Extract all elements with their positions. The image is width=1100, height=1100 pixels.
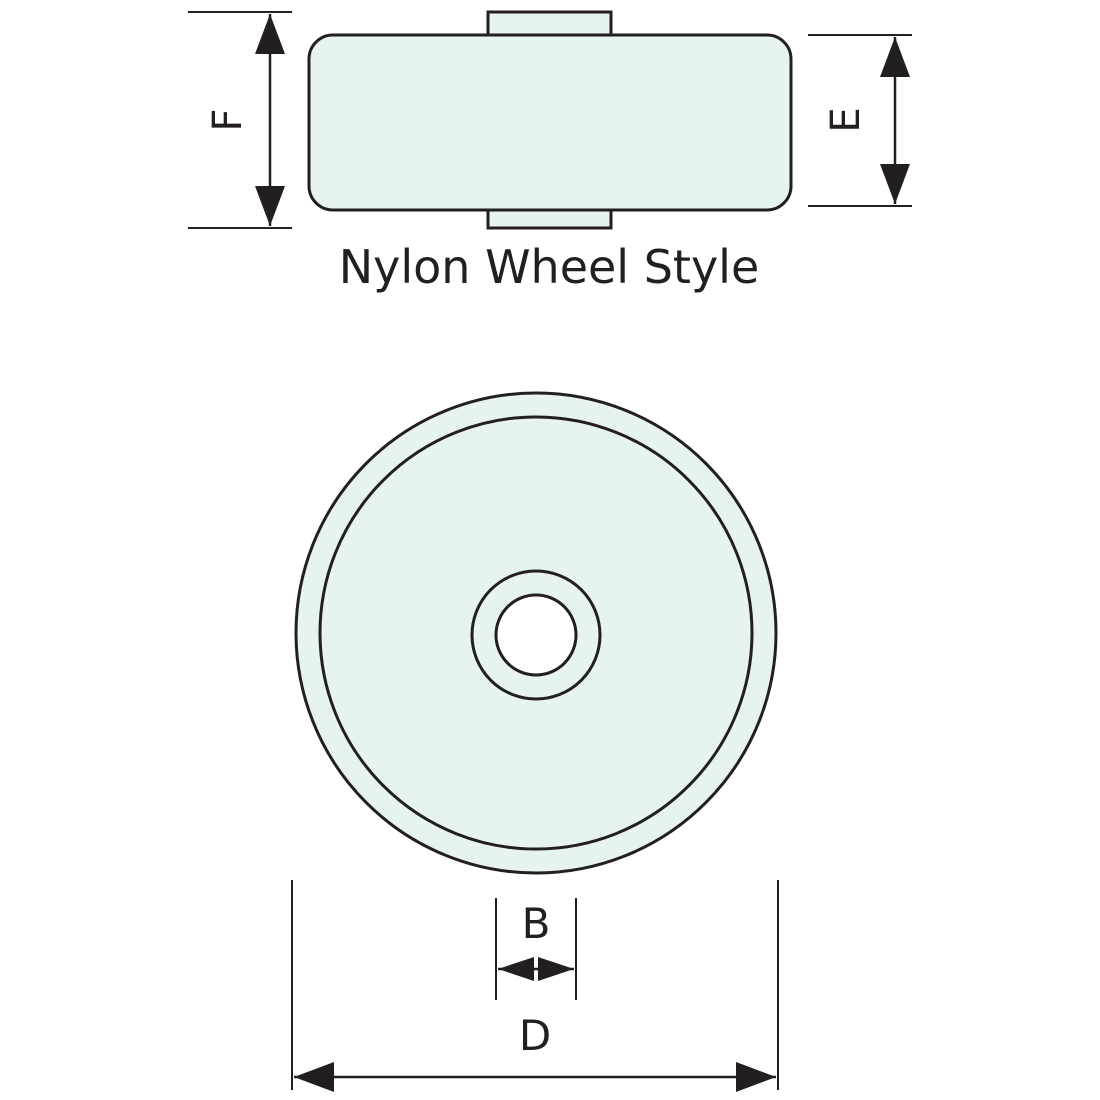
front-view-bore-hole — [494, 593, 578, 677]
side-view — [307, 10, 793, 230]
diagram-title: Nylon Wheel Style — [339, 240, 760, 294]
front-view — [294, 391, 778, 875]
dimension-b: B — [495, 898, 577, 1000]
dimension-b-label: B — [522, 899, 551, 948]
dimension-e-label: E — [823, 107, 869, 132]
dimension-d: D — [291, 880, 779, 1092]
dimension-f: F — [188, 11, 292, 229]
dimension-d-label: D — [519, 1011, 551, 1060]
side-view-wheel-body — [307, 33, 793, 212]
dimension-f-label: F — [205, 108, 251, 131]
dimension-e: E — [808, 34, 912, 207]
